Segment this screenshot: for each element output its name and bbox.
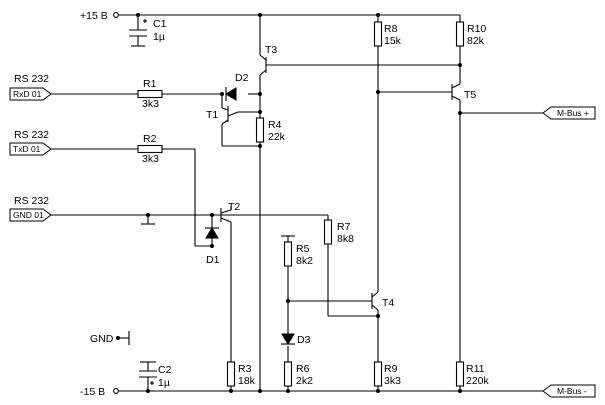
t2-label: T2 [228,201,240,213]
r6-ref: R6 [296,363,310,375]
wire-r10 [458,15,462,84]
r5-value: 8k2 [296,255,313,267]
t5-label: T5 [464,89,476,101]
r9-value: 3k3 [384,375,401,387]
port-mbus-neg [542,384,596,398]
diode-d2 [225,87,237,101]
c1-value: 1µ [153,31,165,43]
r8-ref: R8 [384,23,398,35]
wire-txd [51,148,214,248]
r7-value: 8k8 [337,233,354,245]
port-txd-title: RS 232 [14,129,49,141]
port-mbus-neg-label: M-Bus - [557,386,587,396]
r4-value: 22k [268,131,286,143]
rail-neg-label: -15 B [80,386,105,398]
transistor-t3 [259,54,460,76]
r10-ref: R10 [467,23,486,35]
resistor-r4 [255,117,265,143]
port-gnd-name: GND 01 [13,210,44,220]
port-txd-name: TxD 01 [13,144,41,154]
gnd-label: GND [90,333,114,345]
wire-r8 [376,15,452,292]
c2-value: 1µ [158,377,170,389]
transistor-t4 [371,291,380,362]
c2-ref: C2 [158,364,172,376]
r5-ref: R5 [296,243,310,255]
r8-value: 15k [384,35,402,47]
r11-ref: R11 [466,363,485,375]
port-txd [9,142,52,156]
port-gnd-title: RS 232 [14,195,49,207]
rail-pos-label: +15 B [80,10,108,22]
resistor-r2 [137,144,163,154]
t1-label: T1 [206,109,218,121]
r6-value: 2k2 [296,375,313,387]
t4-label: T4 [382,297,394,309]
r4-ref: R4 [268,119,282,131]
rail-pos [113,12,460,18]
r1-ref: R1 [143,78,157,90]
transistor-t5 [451,83,543,362]
r1-value: 3k3 [142,98,159,110]
rail-neg [113,388,543,394]
resistor-r7 [323,219,333,245]
port-rxd-title: RS 232 [14,73,49,85]
d1-label: D1 [206,254,220,266]
r2-ref: R2 [143,133,157,145]
resistor-r1 [137,89,163,99]
wire-r7 [327,215,378,317]
resistor-r11 [455,361,465,391]
r7-ref: R7 [337,221,351,233]
r3-value: 18k [238,375,256,387]
gnd-symbol [116,331,130,345]
resistor-r9 [373,361,383,391]
port-mbus-pos-label: M-Bus + [557,108,589,118]
capacitor-c1 [129,15,147,47]
wire-rxd [51,92,262,96]
r9-ref: R9 [384,363,398,375]
r2-value: 3k3 [142,153,159,165]
transistor-t1 [221,94,262,148]
diode-d1 [205,227,219,239]
port-rxd [9,87,52,101]
resistor-r8 [373,21,383,47]
transistor-t2 [220,206,328,362]
d3-label: D3 [297,334,311,346]
capacitor-c2 [139,361,157,391]
resistor-r3 [226,361,236,391]
r3-ref: R3 [238,363,252,375]
resistor-r5 [283,241,293,267]
c1-ref: C1 [153,18,167,30]
resistor-r10 [455,21,465,47]
diode-d3 [281,333,295,345]
wire-r5-chain [281,235,372,362]
wire-gnd [51,213,221,246]
d2-label: D2 [235,72,249,84]
r11-value: 220k [466,375,490,387]
port-gnd [9,208,52,222]
port-rxd-name: RxD 01 [13,89,42,99]
resistor-r6 [283,361,293,391]
r10-value: 82k [467,35,485,47]
port-mbus-pos [542,106,596,120]
t3-label: T3 [265,44,277,56]
